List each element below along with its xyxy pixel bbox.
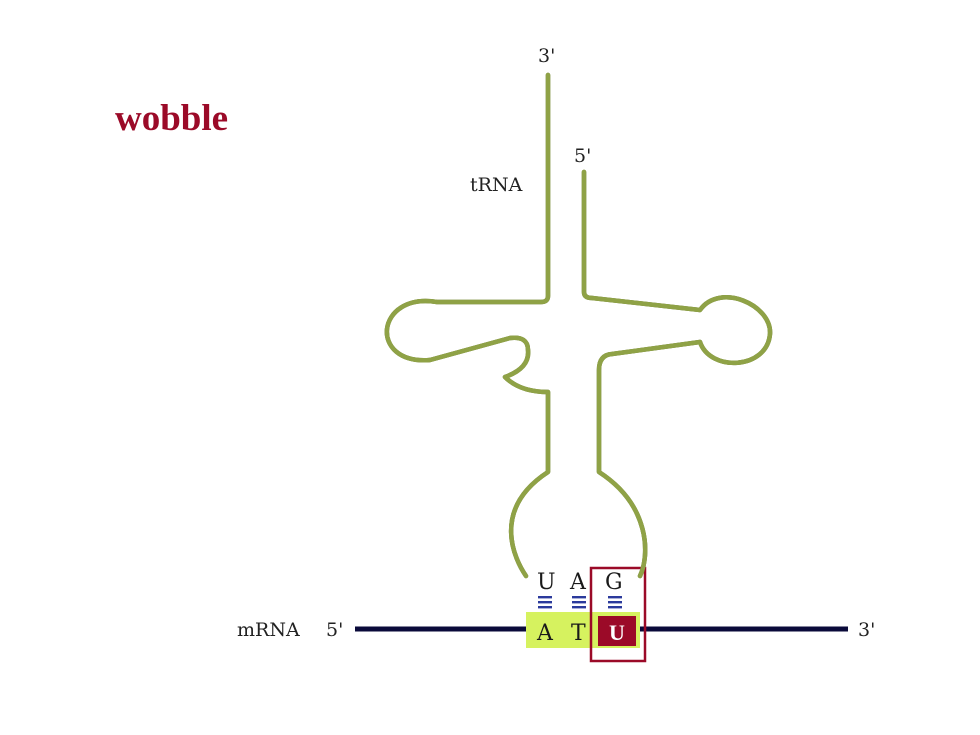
trna-molecule	[384, 72, 773, 579]
codon-base-2: T	[571, 621, 586, 646]
pairing-bar-2	[572, 596, 586, 609]
mrna-5prime-label: 5'	[326, 619, 343, 641]
wobble-base-highlight	[598, 616, 636, 646]
mrna-label: mRNA	[237, 619, 300, 641]
trna-5prime-label: 5'	[574, 145, 591, 167]
pairing-bar-3	[608, 596, 622, 609]
codon-base-1: A	[536, 621, 554, 646]
trna-strand-3prime	[384, 72, 551, 579]
trna-label: tRNA	[470, 174, 523, 196]
mrna-3prime-label: 3'	[858, 619, 875, 641]
pairing-bar-1	[538, 596, 552, 609]
wobble-position-frame	[589, 566, 647, 663]
codon-base-3-wobble: U	[609, 620, 625, 645]
trna-strand-3prime-edge	[384, 72, 551, 579]
trna-3prime-label: 3'	[538, 45, 555, 67]
slide-title: wobble	[115, 98, 229, 139]
anticodon-base-3: G	[605, 570, 623, 595]
base-pairing-bars	[538, 596, 622, 609]
trna-strand-5prime-edge	[581, 169, 773, 579]
trna-strand-5prime	[581, 169, 773, 579]
anticodon-base-1: U	[537, 570, 556, 595]
anticodon-base-2: A	[569, 570, 587, 595]
